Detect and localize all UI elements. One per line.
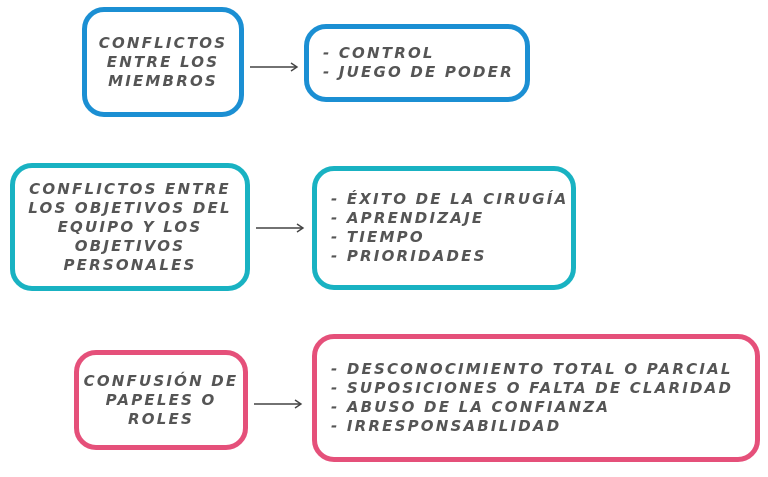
category-label: CONFLICTOS ENTRE LOS MIEMBROS [99, 34, 228, 91]
category-label: CONFLICTOS ENTRE LOS OBJETIVOS DEL EQUIP… [28, 180, 231, 275]
items-list: - DESCONOCIMIENTO TOTAL O PARCIAL - SUPO… [331, 360, 733, 436]
item: - ÉXITO DE LA CIRUGÍA [331, 190, 569, 208]
category-line: PERSONALES [63, 255, 197, 274]
category-box-conflictos-miembros: CONFLICTOS ENTRE LOS MIEMBROS [82, 7, 244, 117]
item: - ABUSO DE LA CONFIANZA [331, 398, 611, 416]
item: - IRRESPONSABILIDAD [331, 417, 562, 435]
arrow-row-1 [250, 61, 302, 73]
arrow-row-2 [256, 222, 308, 234]
category-line: CONFLICTOS ENTRE [29, 179, 231, 198]
item: - PRIORIDADES [331, 247, 487, 265]
category-line: ROLES [128, 409, 194, 428]
category-line: EQUIPO Y LOS [57, 217, 203, 236]
category-line: CONFLICTOS [98, 33, 228, 52]
item: - DESCONOCIMIENTO TOTAL O PARCIAL [331, 360, 733, 378]
item: - SUPOSICIONES O FALTA DE CLARIDAD [331, 379, 734, 397]
item: - CONTROL [323, 44, 435, 62]
category-line: LOS OBJETIVOS DEL [28, 198, 232, 217]
category-line: OBJETIVOS [74, 236, 186, 255]
items-box-confusion-papeles: - DESCONOCIMIENTO TOTAL O PARCIAL - SUPO… [312, 334, 760, 462]
items-list: - ÉXITO DE LA CIRUGÍA - APRENDIZAJE - TI… [331, 190, 568, 266]
items-list: - CONTROL - JUEGO DE PODER [323, 44, 514, 82]
arrow-row-3 [254, 398, 306, 410]
category-line: CONFUSIÓN DE [83, 371, 239, 390]
item: - APRENDIZAJE [331, 209, 485, 227]
item: - TIEMPO [331, 228, 425, 246]
items-box-conflictos-miembros: - CONTROL - JUEGO DE PODER [304, 24, 530, 102]
items-box-conflictos-objetivos: - ÉXITO DE LA CIRUGÍA - APRENDIZAJE - TI… [312, 166, 576, 290]
category-line: PAPELES O [105, 390, 217, 409]
category-label: CONFUSIÓN DE PAPELES O ROLES [84, 372, 239, 429]
category-line: MIEMBROS [108, 71, 218, 90]
category-box-confusion-papeles: CONFUSIÓN DE PAPELES O ROLES [74, 350, 248, 450]
category-box-conflictos-objetivos: CONFLICTOS ENTRE LOS OBJETIVOS DEL EQUIP… [10, 163, 250, 291]
item: - JUEGO DE PODER [323, 63, 514, 81]
category-line: ENTRE LOS [106, 52, 220, 71]
